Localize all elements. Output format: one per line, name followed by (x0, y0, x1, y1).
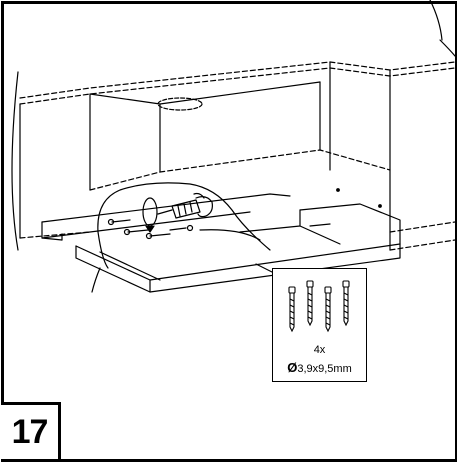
screw-icon-group (288, 280, 350, 333)
screw-quantity: 4x (313, 344, 326, 356)
wall-cabinets (11, 0, 456, 251)
detail-bubble (91, 182, 271, 293)
step-number: 17 (11, 413, 49, 451)
screw-icon (306, 280, 314, 327)
screwdriver-icon (157, 192, 213, 219)
screw-callout: 4x Ø3,9x9,5mm (272, 268, 367, 382)
diameter-symbol: Ø (287, 360, 298, 375)
screw-icon (342, 280, 350, 327)
screw-size-text: 3,9x9,5mm (297, 363, 352, 375)
clockwise-arrow-icon (142, 197, 158, 233)
step-number-box: 17 (1, 402, 61, 459)
detail-screws (107, 218, 194, 240)
screw-dimensions: Ø3,9x9,5mm (273, 361, 366, 375)
hood-body (41, 193, 401, 293)
screw-icon (324, 286, 332, 333)
screw-icon (288, 286, 296, 333)
